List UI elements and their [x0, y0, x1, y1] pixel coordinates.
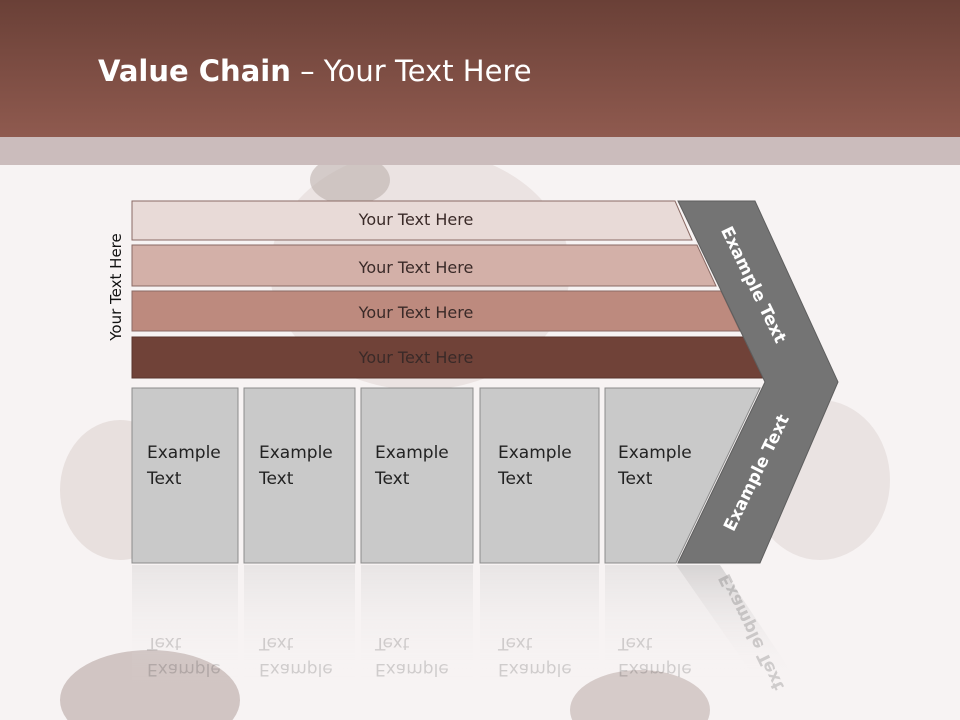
bar-1-label: Your Text Here: [358, 210, 474, 229]
title-band: [0, 0, 960, 137]
cell-3: [360, 387, 474, 564]
chevron-arrow: [677, 200, 839, 564]
bar-1: [131, 200, 693, 241]
cell-2: [243, 387, 356, 564]
cell-5: [604, 387, 761, 564]
cells-reflection: [132, 565, 800, 685]
bar-2: [131, 244, 717, 287]
title-rest: – Your Text Here: [290, 54, 532, 88]
cell-1: [131, 387, 239, 564]
bar-2-label: Your Text Here: [358, 258, 474, 277]
title-bold: Value Chain: [98, 54, 291, 88]
cell-4: [479, 387, 600, 564]
subtitle-band: [0, 137, 960, 165]
bar-4-label: Your Text Here: [358, 348, 474, 367]
page-title: Value Chain – Your Text Here: [98, 54, 532, 88]
bar-3-label: Your Text Here: [358, 303, 474, 322]
